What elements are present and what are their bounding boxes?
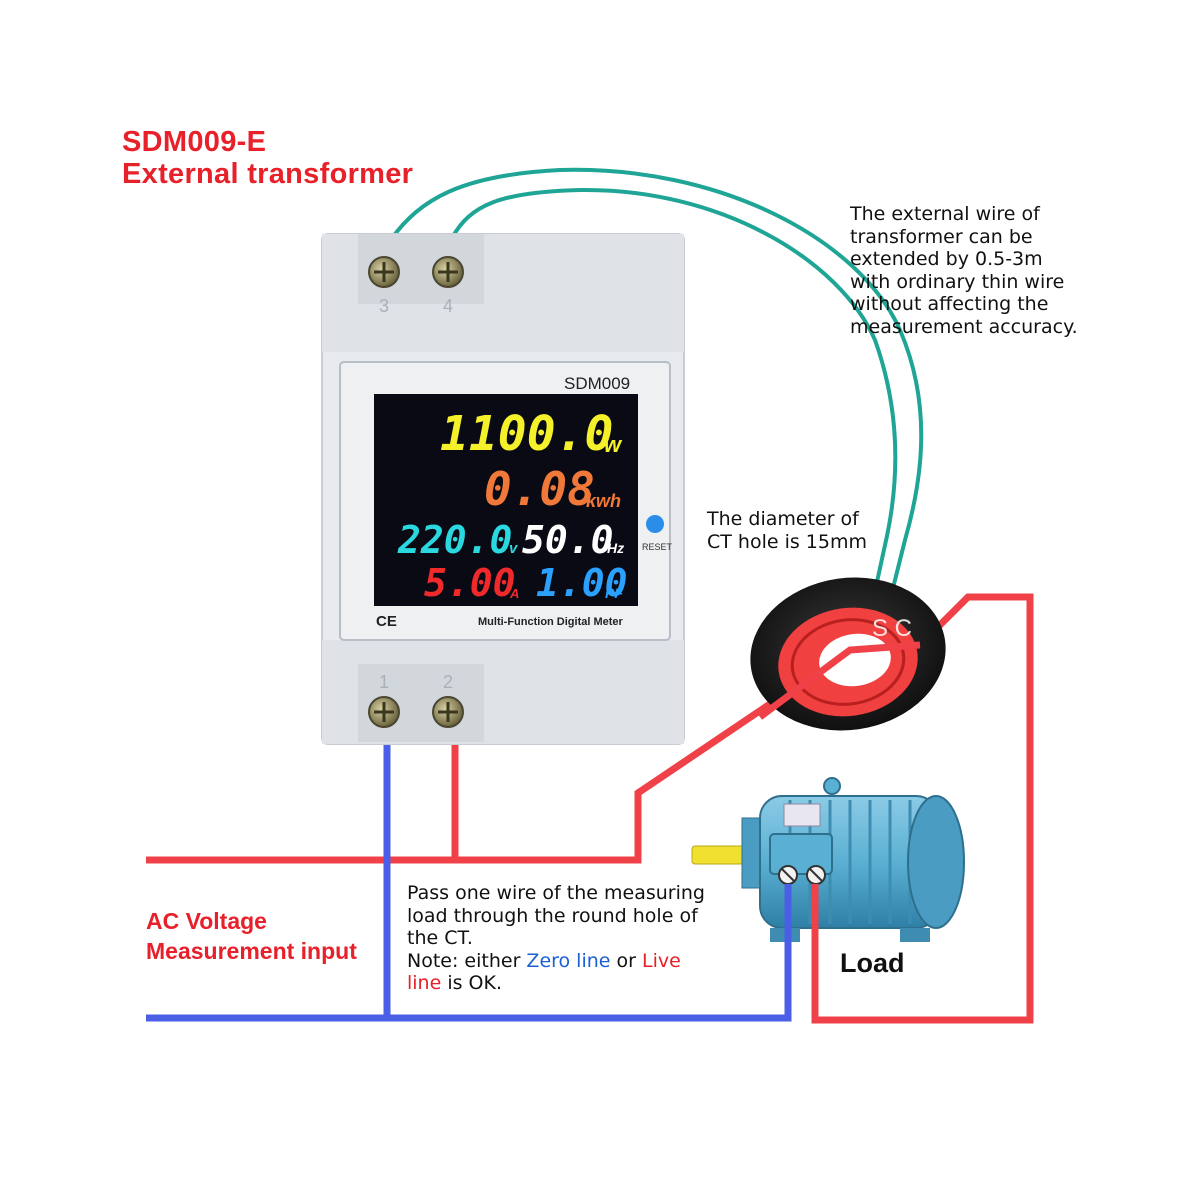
note-line: load through the round hole of	[407, 904, 698, 927]
frequency-unit: Hz	[607, 540, 624, 556]
live-wire-through-ct	[757, 641, 921, 720]
pf-reading: 1.00	[536, 561, 628, 605]
note-suffix: is OK.	[441, 972, 503, 994]
ct-transformer-icon: S C	[750, 577, 946, 731]
frequency-reading: 50.0	[522, 518, 614, 562]
voltage-unit: v	[509, 540, 519, 557]
energy-unit: kwh	[586, 491, 621, 511]
note-line: Pass one wire of the measuring	[407, 882, 705, 904]
lcd-display: 1100.0 w 0.08 kwh 220.0 v 50.0 Hz 5.00 A…	[397, 406, 628, 605]
note-line: measurement accuracy.	[850, 315, 1078, 338]
note-line: The external wire of	[850, 203, 1040, 225]
title-line-2: External transformer	[122, 158, 414, 190]
wire-extension-note: The external wire of transformer can be …	[850, 203, 1150, 338]
title-line-1: SDM009-E	[122, 126, 267, 158]
live-line-text-2: line	[407, 972, 442, 994]
power-reading: 1100.0	[440, 406, 613, 462]
pf-unit: PF	[605, 585, 623, 601]
ct-diameter-note: The diameter of CT hole is 15mm	[707, 508, 947, 553]
note-line: Note: either Zero line or Live	[407, 950, 767, 973]
reset-button-icon[interactable]	[646, 515, 664, 533]
voltage-reading: 220.0	[397, 518, 512, 562]
note-line: without affecting the	[850, 293, 1049, 315]
load-label: Load	[840, 948, 905, 978]
ct-marking: S C	[872, 615, 912, 642]
note-prefix: Note: either	[407, 949, 527, 972]
or-text: or	[610, 949, 642, 972]
terminal-1-label: 1	[379, 672, 389, 692]
ce-mark-icon: CE	[376, 613, 397, 630]
ac-label-line-1: AC Voltage	[146, 908, 267, 934]
page-title: SDM009-E External transformer	[122, 126, 413, 190]
energy-reading: 0.08	[484, 462, 595, 516]
meter-bottom-label: Multi-Function Digital Meter	[478, 616, 624, 628]
live-line-text: Live	[642, 949, 681, 972]
current-reading: 5.00	[424, 561, 516, 605]
terminal-screw-icon	[368, 256, 464, 728]
note-line: line is OK.	[407, 972, 767, 995]
note-line: The diameter of	[707, 508, 859, 530]
reset-label: RESET	[642, 542, 673, 552]
zero-line-text: Zero line	[526, 949, 611, 972]
note-line: extended by 0.5-3m	[850, 248, 1043, 270]
motor-icon	[691, 777, 965, 942]
ct-wires	[390, 167, 924, 606]
ac-label-line-2: Measurement input	[146, 938, 357, 964]
terminal-2-label: 2	[443, 672, 453, 692]
note-line: with ordinary thin wire	[850, 270, 1065, 293]
current-unit: A	[509, 586, 519, 601]
note-line: CT hole is 15mm	[707, 530, 867, 553]
ct-wiring-note: Pass one wire of the measuring load thro…	[407, 882, 767, 995]
power-unit: w	[604, 432, 623, 457]
note-line: transformer can be	[850, 225, 1033, 248]
ac-voltage-label: AC Voltage Measurement input	[146, 906, 357, 966]
note-line: the CT.	[407, 927, 473, 949]
terminal-3-label: 3	[379, 296, 389, 316]
meter-model: SDM009	[564, 374, 630, 393]
terminal-4-label: 4	[443, 296, 453, 316]
